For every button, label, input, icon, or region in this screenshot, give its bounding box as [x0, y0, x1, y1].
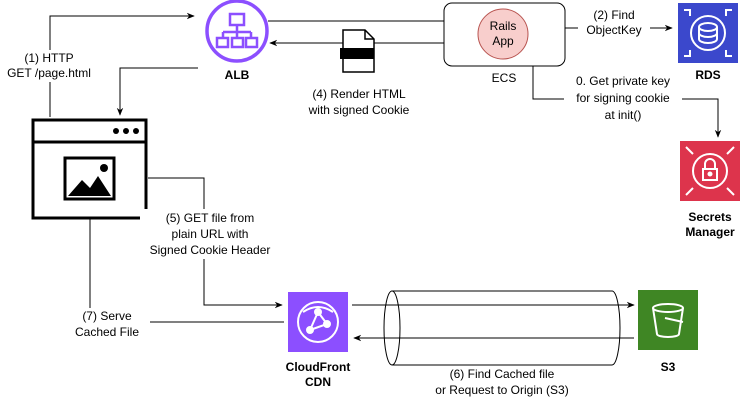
rds-label: RDS	[695, 68, 720, 82]
alb-label: ALB	[225, 68, 250, 82]
cloudfront-icon	[297, 301, 339, 343]
edge-2-line2: ObjectKey	[586, 23, 641, 37]
edge-5-line2: plain URL with	[172, 227, 249, 241]
edge-7-line1: (7) Serve	[82, 309, 132, 323]
rds-node[interactable]: RDS	[678, 3, 738, 82]
secrets-label-line1: Secrets	[688, 210, 732, 224]
edge-alb-to-browser	[116, 67, 198, 116]
edge-0-line3: at init()	[605, 108, 642, 122]
rails-label-line2: App	[492, 34, 514, 48]
rails-app-node[interactable]: Rails App	[477, 8, 529, 60]
window-dot-icon	[113, 128, 119, 134]
edge-6-line1: (6) Find Cached file	[450, 367, 555, 381]
image-icon	[63, 156, 116, 201]
database-icon	[684, 9, 732, 57]
edge-6-line2: or Request to Origin (S3)	[435, 383, 568, 397]
edge-0-line1: 0. Get private key	[576, 74, 670, 88]
bucket-icon	[652, 303, 684, 338]
edge-label-0: 0. Get private key for signing cookie at…	[564, 73, 682, 125]
secrets-label-line2: Manager	[685, 225, 735, 239]
edge-4-line2: with signed Cookie	[308, 103, 410, 117]
ecs-label: ECS	[492, 71, 517, 85]
edge-1-line2: GET /page.html	[7, 66, 91, 80]
cloudfront-label-line2: CDN	[305, 375, 331, 389]
alb-node[interactable]: ALB	[205, 0, 269, 82]
cloudfront-node[interactable]: CloudFront CDN	[286, 292, 351, 389]
edge-label-7: (7) Serve Cached File	[70, 308, 150, 340]
secrets-manager-node[interactable]: Secrets Manager	[680, 141, 740, 239]
html-document-icon: HTML	[340, 29, 375, 73]
window-dot-icon	[123, 128, 129, 134]
edge-label-2: (2) Find ObjectKey	[578, 7, 650, 39]
edge-5-line1: (5) GET file from	[166, 211, 254, 225]
s3-node[interactable]: S3	[638, 290, 698, 374]
edge-7-line2: Cached File	[75, 325, 139, 339]
cache-cylinder	[383, 290, 621, 366]
edge-browser-to-alb	[49, 12, 195, 117]
edge-label-1: (1) HTTP GET /page.html	[3, 50, 93, 82]
edge-0-line2: for signing cookie	[576, 91, 670, 105]
edge-label-4: (4) Render HTML with signed Cookie	[308, 87, 410, 117]
rails-label-line1: Rails	[490, 19, 517, 33]
edge-2-line1: (2) Find	[593, 8, 634, 22]
cloudfront-label-line1: CloudFront	[286, 360, 351, 374]
load-balancer-icon	[205, 0, 269, 63]
window-dot-icon	[133, 128, 139, 134]
edge-4-line1: (4) Render HTML	[312, 87, 406, 101]
s3-label: S3	[661, 360, 676, 374]
browser-window-node[interactable]	[31, 118, 148, 220]
html-doc-label: HTML	[347, 52, 367, 59]
edge-5-line3: Signed Cookie Header	[150, 243, 271, 257]
edge-1-line1: (1) HTTP	[24, 51, 73, 65]
edge-label-5: (5) GET file from plain URL with Signed …	[140, 209, 276, 259]
edge-label-6: (6) Find Cached file or Request to Origi…	[420, 367, 592, 400]
lock-icon	[685, 146, 735, 196]
